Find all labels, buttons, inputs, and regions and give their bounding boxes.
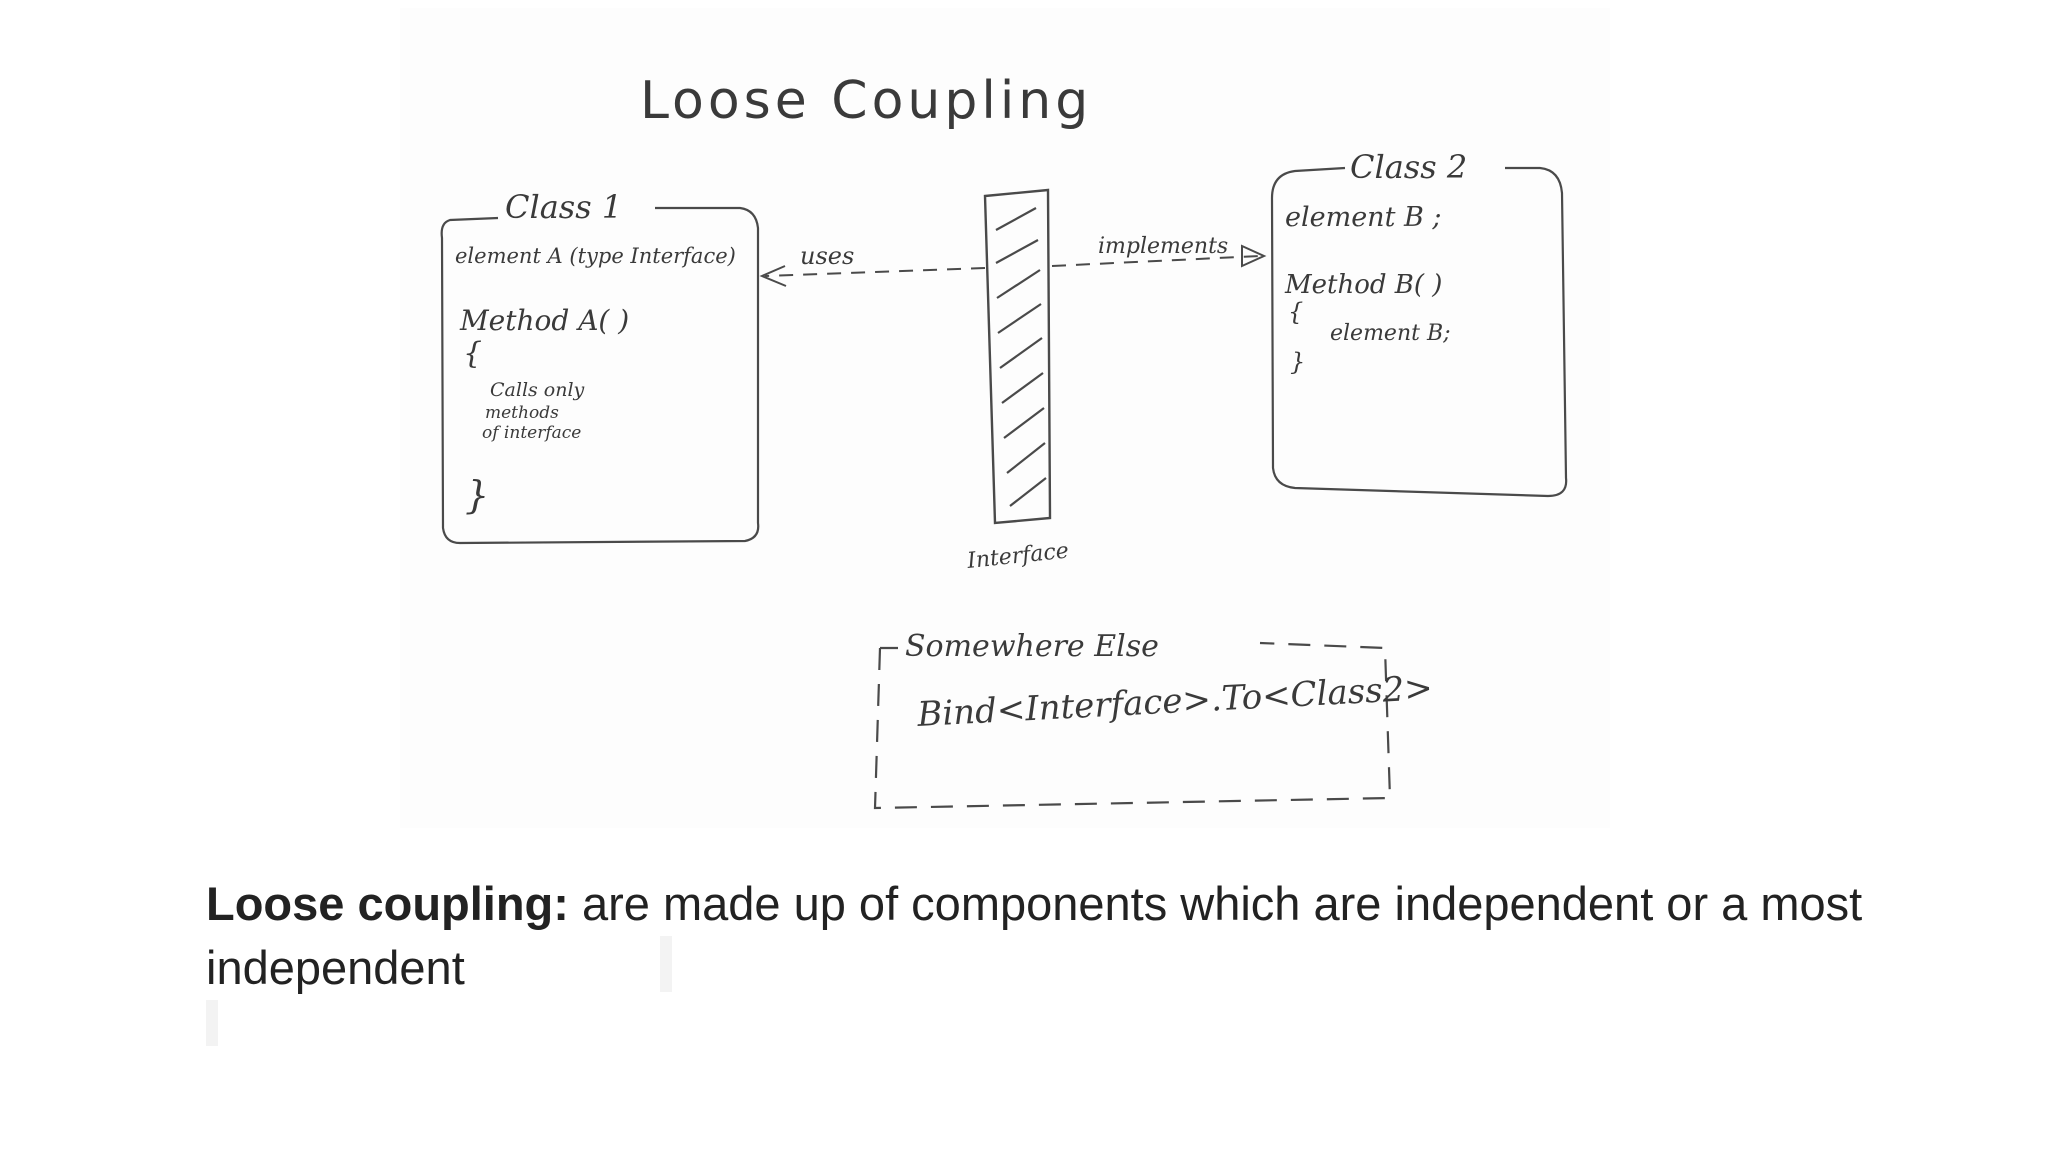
class1-box: [440, 206, 760, 545]
class1-close-brace: }: [465, 473, 489, 517]
class2-method: Method B( ): [1284, 270, 1442, 300]
class1-body-line-2: methods: [485, 403, 559, 423]
interface-hatching: [995, 207, 1047, 507]
implements-arrow: [1051, 255, 1261, 267]
binding-box: [873, 641, 1392, 810]
uses-arrowhead: [759, 265, 787, 287]
binding-label: Somewhere Else: [905, 629, 1159, 664]
class2-close-brace: }: [1290, 348, 1305, 376]
class1-label: Class 1: [505, 188, 622, 226]
class2-label: Class 2: [1350, 148, 1467, 186]
class2-box: [1270, 166, 1568, 498]
caption: Loose coupling: are made up of component…: [206, 872, 1906, 1000]
class1-open-brace: {: [463, 336, 482, 371]
class1-body-line-1: Calls only: [490, 379, 585, 401]
uses-arrow: [764, 267, 986, 277]
caption-term: Loose coupling:: [206, 877, 569, 930]
implements-label: implements: [1098, 234, 1228, 259]
class1-method: Method A( ): [459, 304, 629, 337]
class2-element: element B ;: [1285, 202, 1442, 233]
class1-element: element A (type Interface): [455, 244, 736, 268]
empty-line-marker: [206, 1000, 218, 1046]
class2-body: element B;: [1330, 321, 1451, 346]
interface-label: Interface: [965, 538, 1070, 574]
class1-body-line-3: of interface: [482, 423, 581, 443]
diagram-title: Loose Coupling: [640, 71, 1092, 131]
caption-text: are made up of components which are inde…: [206, 877, 1863, 994]
loose-coupling-diagram: Loose Coupling Class 1 element A (type I…: [440, 71, 1568, 810]
diagram-photo: Loose Coupling Class 1 element A (type I…: [400, 8, 1610, 828]
uses-label: uses: [800, 242, 854, 270]
binding-code: Bind<Interface>.To<Class2>: [915, 668, 1433, 735]
implements-arrowhead: [1241, 244, 1267, 268]
class2-open-brace: {: [1288, 298, 1303, 326]
interface-pillar: [983, 188, 1052, 525]
text-cursor-highlight: [660, 936, 672, 992]
